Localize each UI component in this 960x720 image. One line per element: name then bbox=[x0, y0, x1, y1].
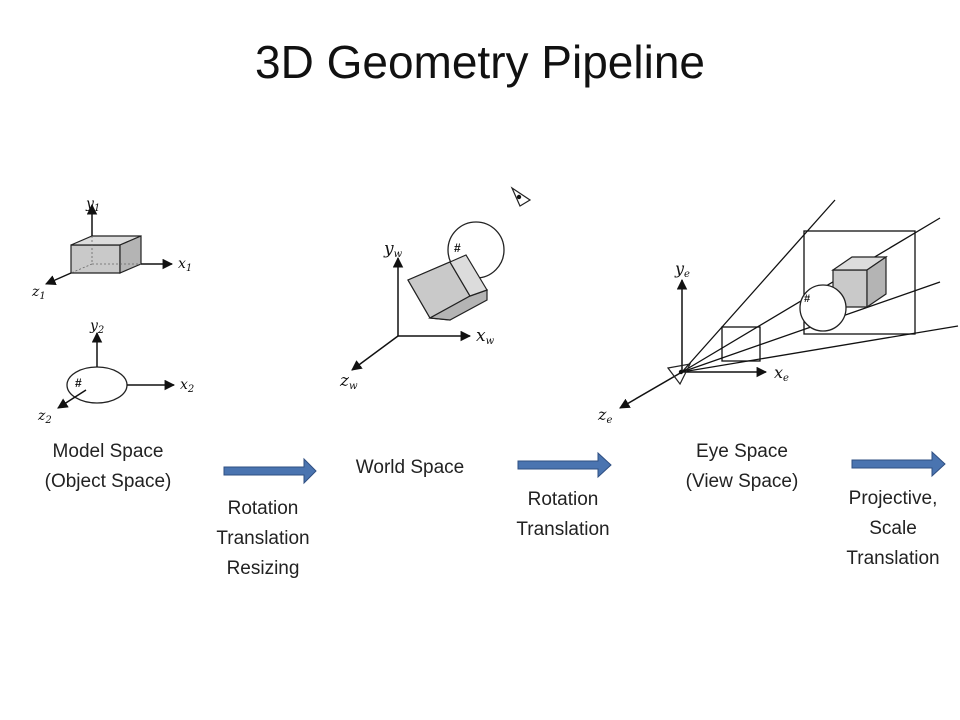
world-eye-icon bbox=[510, 186, 532, 207]
near-plane bbox=[721, 326, 761, 362]
y1-label: y1 bbox=[85, 196, 100, 214]
z2-label: z2 bbox=[37, 408, 52, 426]
stage-model-space: Model Space (Object Space) bbox=[44, 441, 172, 492]
world-figure: # yw xw zw bbox=[339, 186, 532, 392]
ze-label: ze bbox=[597, 405, 612, 426]
y2-label: y2 bbox=[89, 318, 104, 336]
zw-label: zw bbox=[339, 371, 358, 392]
transform-label-3: Projective, Scale Translation bbox=[846, 488, 940, 569]
x2-label: x2 bbox=[180, 377, 194, 395]
x1-label: x1 bbox=[178, 256, 192, 274]
transform-arrow-3 bbox=[851, 450, 946, 478]
sphere-mark-2: # bbox=[75, 376, 82, 390]
stage-eye-space: Eye Space (View Space) bbox=[685, 441, 799, 492]
stage-world-space: World Space bbox=[355, 457, 465, 478]
zw-axis bbox=[351, 335, 399, 371]
eye-figure: # ye xe ze bbox=[597, 199, 959, 426]
xe-label: xe bbox=[774, 363, 789, 384]
model-sphere-figure: # y2 x2 z2 bbox=[37, 318, 194, 426]
model-cube-figure: y1 x1 z1 bbox=[31, 196, 192, 302]
ze-axis bbox=[619, 371, 683, 409]
z2-axis bbox=[57, 389, 87, 409]
frustum-edge-top bbox=[681, 199, 836, 373]
page-title: 3D Geometry Pipeline bbox=[255, 36, 705, 88]
yw-label: yw bbox=[383, 239, 403, 260]
transform-arrow-2 bbox=[517, 451, 612, 479]
transform-arrow-1 bbox=[223, 457, 317, 485]
world-cube bbox=[407, 254, 488, 321]
sphere-mark-eye: # bbox=[804, 293, 810, 305]
transform-label-1: Rotation Translation Resizing bbox=[216, 498, 310, 579]
eye-camera-icon bbox=[666, 363, 692, 386]
z1-label: z1 bbox=[31, 284, 46, 302]
cube-1 bbox=[70, 235, 142, 274]
z1-axis bbox=[45, 272, 72, 285]
xw-label: xw bbox=[476, 326, 495, 347]
eye-sphere bbox=[799, 284, 847, 332]
far-plane bbox=[803, 230, 916, 335]
transform-label-2: Rotation Translation bbox=[516, 489, 610, 540]
sphere-mark-world: # bbox=[454, 241, 461, 255]
ye-label: ye bbox=[674, 259, 690, 280]
frustum-edge-bottom bbox=[681, 325, 959, 373]
